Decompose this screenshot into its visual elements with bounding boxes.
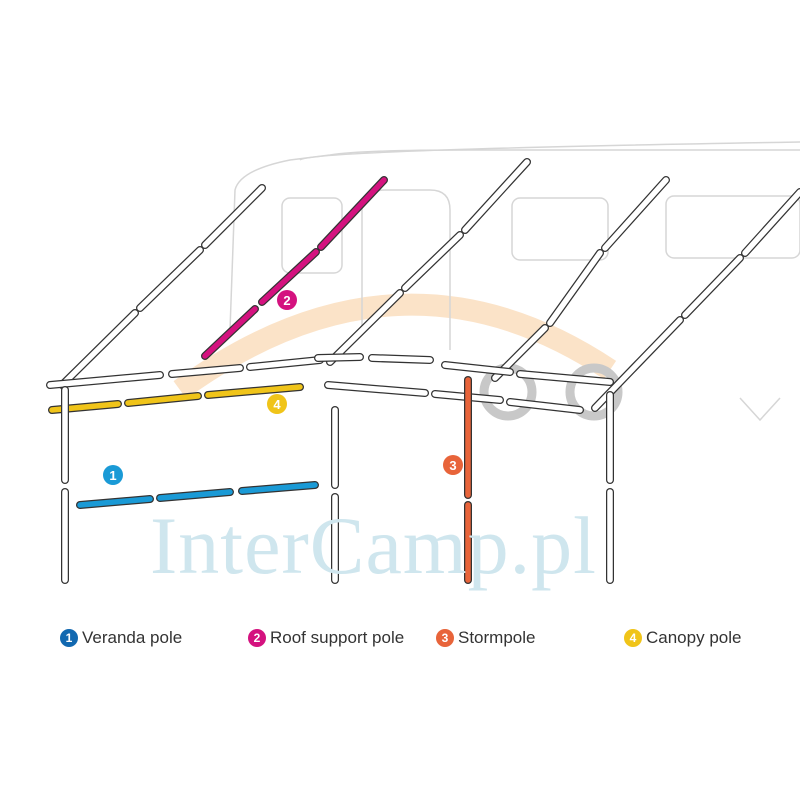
veranda-pole — [77, 496, 153, 508]
orange-arc — [173, 293, 617, 399]
front-beam-pole — [442, 362, 513, 375]
roof-support-pole — [318, 177, 387, 250]
marker-1: 1 — [103, 465, 123, 485]
front-beam-pole — [315, 354, 363, 361]
legend-label: Roof support pole — [270, 628, 405, 647]
roof-rafter-pole — [462, 159, 530, 233]
caravan-outline — [229, 141, 800, 422]
legend-label: Stormpole — [458, 628, 536, 647]
canopy-pole — [205, 384, 303, 398]
roof-rafter-pole — [137, 247, 203, 311]
roof-rafter-pole — [682, 255, 743, 318]
marker-2: 2 — [277, 290, 297, 310]
roof-rafter-pole — [547, 250, 603, 326]
marker-4: 4 — [267, 394, 287, 414]
eave-pole — [169, 365, 243, 377]
veranda-pole — [157, 489, 233, 501]
badge-4: 4 — [624, 629, 642, 647]
canopy-pole — [125, 393, 201, 406]
roof-rafter-pole — [202, 185, 265, 248]
legend-label: Canopy pole — [646, 628, 742, 647]
front-beam-pole — [507, 399, 583, 413]
badge-2: 2 — [248, 629, 266, 647]
roof-rafter-pole — [602, 177, 669, 251]
roof-rafter-pole — [59, 310, 138, 388]
badge-3: 3 — [436, 629, 454, 647]
eave-pole — [247, 357, 323, 370]
front-beam-pole — [517, 371, 613, 385]
roof-rafter-pole — [402, 232, 463, 291]
roof-rafter-pole — [327, 290, 403, 365]
eave-pole — [47, 372, 163, 388]
watermark: InterCamp.pl — [150, 500, 597, 591]
front-beam-pole — [369, 355, 433, 363]
badge-1: 1 — [60, 629, 78, 647]
legend-label: Veranda pole — [82, 628, 183, 647]
roof-rafter-pole — [742, 189, 800, 256]
roof-support-pole — [202, 306, 258, 359]
marker-3: 3 — [443, 455, 463, 475]
veranda-pole — [239, 482, 318, 494]
front-beam-pole — [325, 382, 428, 396]
roof-support-pole — [259, 249, 319, 305]
